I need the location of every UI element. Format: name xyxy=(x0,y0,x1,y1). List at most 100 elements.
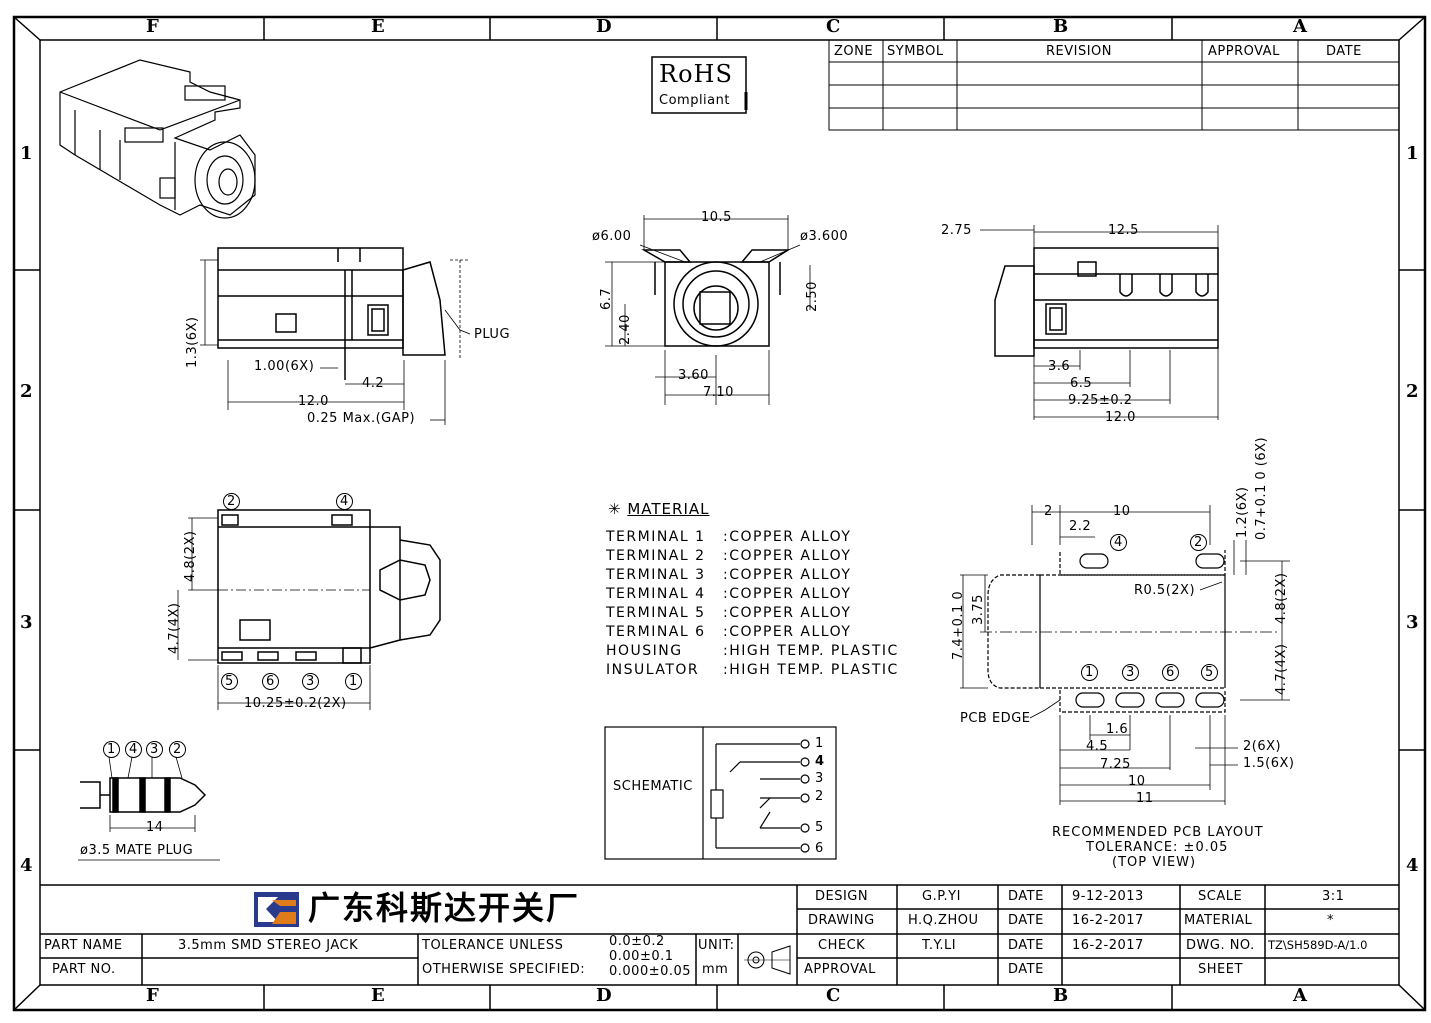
material-list: TERMINAL 1:COPPER ALLOY TERMINAL 2:COPPE… xyxy=(606,528,899,680)
rev-header-date: DATE xyxy=(1326,44,1362,59)
grid-col-f-top: F xyxy=(146,16,160,37)
dim-12-5: 12.5 xyxy=(1108,223,1139,238)
unit-label: UNIT: xyxy=(698,938,735,953)
side-pin-bottom-5: 5 xyxy=(221,673,238,690)
grid-col-c-bottom: C xyxy=(826,985,842,1006)
material-row: TERMINAL 3:COPPER ALLOY xyxy=(606,567,852,583)
material-row: INSULATOR:HIGH TEMP. PLASTIC xyxy=(606,662,899,678)
rev-header-revision: REVISION xyxy=(1046,44,1113,59)
rev-header-symbol: SYMBOL xyxy=(887,44,944,59)
date-label-3: DATE xyxy=(1008,938,1044,953)
sheet-label: SHEET xyxy=(1198,962,1243,977)
dim-1-3: 1.3(6X) xyxy=(185,316,200,369)
dim-10-25: 10.25±0.2(2X) xyxy=(244,696,347,711)
dim-4-7: 4.7(4X) xyxy=(167,602,182,655)
dim-1-00: 1.00(6X) xyxy=(254,359,315,374)
material-value: * xyxy=(1327,913,1334,928)
pcb-pin-top-4: 4 xyxy=(1110,534,1127,551)
dwg-no-label: DWG. NO. xyxy=(1186,938,1255,953)
dim-12-0: 12.0 xyxy=(298,394,329,409)
grid-row-3-right: 3 xyxy=(1406,612,1420,633)
pcb-dim-2-2: 2.2 xyxy=(1069,519,1092,534)
material-row: HOUSING:HIGH TEMP. PLASTIC xyxy=(606,643,899,659)
side-pin-top-4: 4 xyxy=(336,493,353,510)
rohs-mark: RoHS xyxy=(659,60,733,88)
design-value: G.P.YI xyxy=(922,889,961,904)
grid-col-a-top: A xyxy=(1293,16,1308,37)
company-name: 广东科斯达开关厂 xyxy=(308,889,581,927)
side-pin-top-2: 2 xyxy=(223,493,240,510)
check-label: CHECK xyxy=(818,938,866,953)
tolerance-v2: 0.00±0.1 xyxy=(609,949,674,964)
pcb-dim-10b: 10 xyxy=(1128,774,1146,789)
dim-14: 14 xyxy=(146,820,164,835)
dim-gap: 0.25 Max.(GAP) xyxy=(307,411,416,426)
scale-label: SCALE xyxy=(1198,889,1243,904)
grid-row-2-right: 2 xyxy=(1406,381,1420,402)
pcb-dim-4-8: 4.8(2X) xyxy=(1274,572,1289,625)
plug-pin-2: 2 xyxy=(169,741,186,758)
pcb-dim-4-5: 4.5 xyxy=(1086,739,1109,754)
dwg-no-value: TZ\SH589D-A/1.0 xyxy=(1268,938,1368,952)
pcb-pin-bottom-5: 5 xyxy=(1201,664,1218,681)
dim-phi-3-6: ø3.600 xyxy=(800,229,849,244)
material-row: TERMINAL 4:COPPER ALLOY xyxy=(606,586,852,602)
part-name-value: 3.5mm SMD STEREO JACK xyxy=(178,938,359,953)
pcb-dim-11: 11 xyxy=(1136,791,1154,806)
part-no-label: PART NO. xyxy=(52,962,116,977)
tolerance-label-2: OTHERWISE SPECIFIED: xyxy=(422,962,586,977)
pcb-dim-2: 2 xyxy=(1044,504,1053,519)
grid-col-f-bottom: F xyxy=(146,985,160,1006)
pcb-layout-tolerance: TOLERANCE: ±0.05 xyxy=(1086,840,1229,855)
date-value-1: 9-12-2013 xyxy=(1072,889,1144,904)
pcb-dim-1-5: 1.5(6X) xyxy=(1243,756,1295,771)
material-row: TERMINAL 2:COPPER ALLOY xyxy=(606,548,852,564)
material-title: ✳ MATERIAL xyxy=(608,500,710,518)
part-name-label: PART NAME xyxy=(44,938,123,953)
unit-value: mm xyxy=(702,962,729,977)
mate-plug-label: ø3.5 MATE PLUG xyxy=(80,843,194,858)
pcb-dim-10: 10 xyxy=(1113,504,1131,519)
grid-col-d-bottom: D xyxy=(596,985,613,1006)
dim-12-0b: 12.0 xyxy=(1105,410,1136,425)
dim-6-7: 6.7 xyxy=(599,287,614,310)
dim-9-25: 9.25±0.2 xyxy=(1068,393,1133,408)
grid-row-2-left: 2 xyxy=(20,381,34,402)
date-value-3: 16-2-2017 xyxy=(1072,938,1144,953)
drawing-label: DRAWING xyxy=(808,913,875,928)
pcb-dim-1-2: 1.2(6X) xyxy=(1235,486,1250,539)
rohs-compliant: Compliant xyxy=(659,93,730,108)
tolerance-v3: 0.000±0.05 xyxy=(609,964,692,979)
date-label-2: DATE xyxy=(1008,913,1044,928)
tolerance-label-1: TOLERANCE UNLESS xyxy=(422,938,564,953)
pcb-pin-bottom-6: 6 xyxy=(1162,664,1179,681)
dim-phi-6: ø6.00 xyxy=(592,229,632,244)
dim-2-40: 2.40 xyxy=(618,314,633,345)
pcb-pin-top-2: 2 xyxy=(1190,534,1207,551)
pcb-dim-3-75: 3.75 xyxy=(971,594,986,625)
grid-row-1-right: 1 xyxy=(1406,143,1420,164)
grid-row-3-left: 3 xyxy=(20,612,34,633)
schematic-label: SCHEMATIC xyxy=(613,779,693,794)
plug-pin-4: 4 xyxy=(125,741,142,758)
schematic-pin-6: 6 xyxy=(815,841,824,856)
approval-label: APPROVAL xyxy=(804,962,876,977)
dim-4-8: 4.8(2X) xyxy=(183,530,198,583)
asterisk-icon: ✳ xyxy=(608,500,628,518)
grid-col-d-top: D xyxy=(596,16,613,37)
grid-col-c-top: C xyxy=(826,16,842,37)
dim-2-75: 2.75 xyxy=(941,223,972,238)
pcb-dim-0-7: 0.7+0.1 0 (6X) xyxy=(1254,436,1269,540)
pcb-layout-title: RECOMMENDED PCB LAYOUT xyxy=(1052,825,1264,840)
dim-plug: PLUG xyxy=(474,327,511,342)
date-value-2: 16-2-2017 xyxy=(1072,913,1144,928)
side-pin-bottom-3: 3 xyxy=(302,673,319,690)
side-pin-bottom-6: 6 xyxy=(262,673,279,690)
material-label: MATERIAL xyxy=(1184,913,1253,928)
grid-row-4-left: 4 xyxy=(20,855,34,876)
grid-col-e-bottom: E xyxy=(371,985,386,1006)
pcb-dim-r05: R0.5(2X) xyxy=(1134,583,1196,598)
projection-symbol-icon xyxy=(742,946,794,974)
rev-header-zone: ZONE xyxy=(834,44,874,59)
